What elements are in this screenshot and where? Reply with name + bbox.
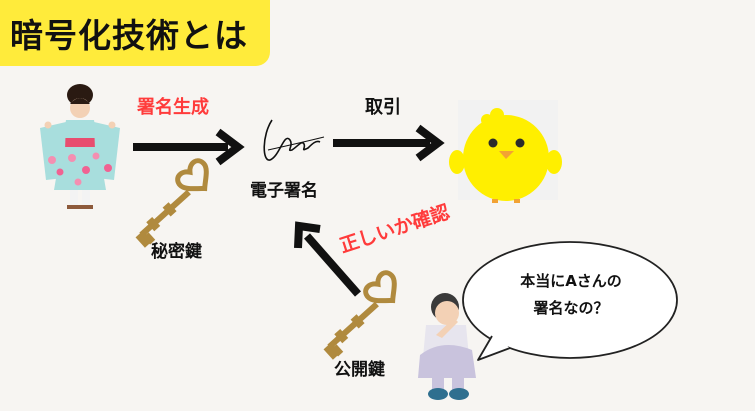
signature-icon bbox=[263, 119, 325, 161]
worried-man-illustration bbox=[418, 293, 476, 400]
public-key-label: 公開鍵 bbox=[334, 360, 385, 380]
arrow-sign bbox=[133, 128, 245, 166]
digital-signature-label: 電子署名 bbox=[250, 181, 318, 201]
arrow-transaction bbox=[333, 124, 445, 162]
transaction-label: 取引 bbox=[365, 97, 401, 118]
title-banner: 暗号化技術とは bbox=[0, 0, 270, 66]
chick-illustration bbox=[449, 100, 562, 203]
signature-generation-label: 署名生成 bbox=[137, 97, 209, 118]
speech-bubble-line-1: 本当にAさんの bbox=[520, 272, 622, 290]
kimono-woman-illustration bbox=[40, 84, 120, 209]
public-key-icon bbox=[323, 270, 397, 360]
arrow-verify bbox=[294, 221, 362, 297]
page-title: 暗号化技術とは bbox=[10, 16, 248, 55]
private-key-label: 秘密鍵 bbox=[151, 242, 202, 262]
speech-bubble-text: 本当にAさんの 署名なの？ bbox=[512, 268, 630, 322]
private-key-icon bbox=[135, 158, 209, 248]
speech-bubble-line-2: 署名なの？ bbox=[533, 299, 609, 317]
speech-bubble bbox=[462, 241, 678, 361]
